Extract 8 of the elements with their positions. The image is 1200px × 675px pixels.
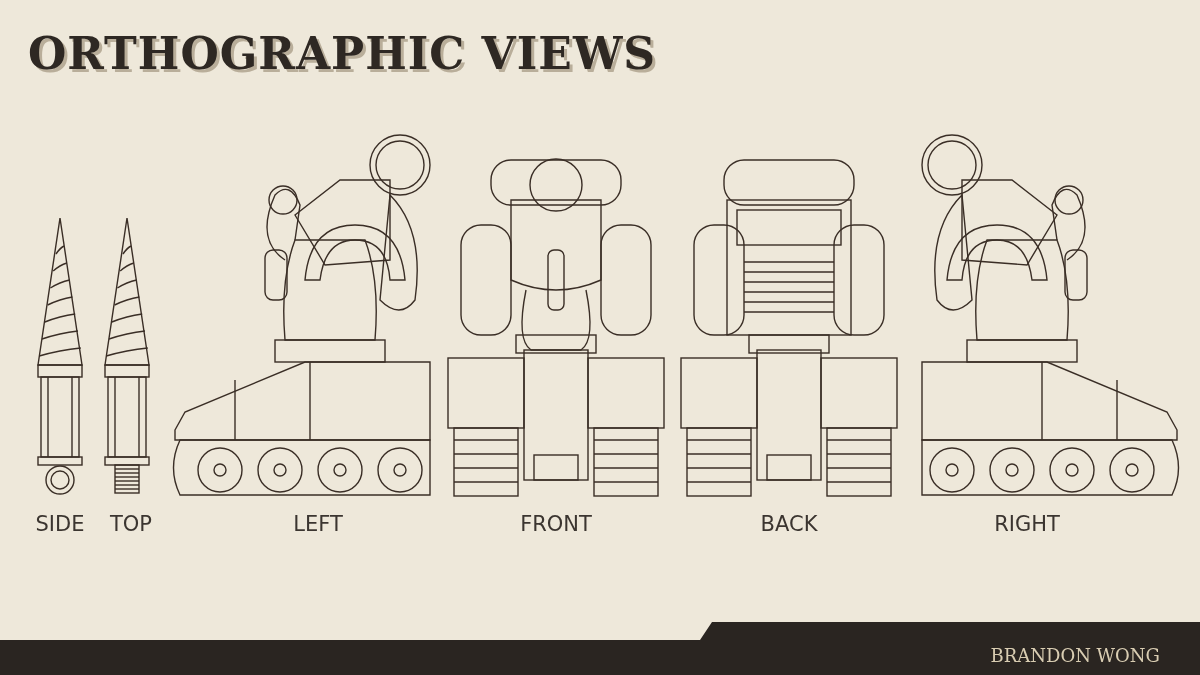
view-label: LEFT bbox=[293, 512, 343, 536]
view-label: TOP bbox=[110, 512, 152, 536]
page-title: ORTHOGRAPHIC VIEWS bbox=[28, 28, 657, 79]
view-label: RIGHT bbox=[994, 512, 1060, 536]
view-label: BACK bbox=[760, 512, 818, 536]
artist-credit: BRANDON WONG bbox=[990, 645, 1160, 666]
view-label: SIDE bbox=[35, 512, 85, 536]
view-label: FRONT bbox=[520, 512, 592, 536]
